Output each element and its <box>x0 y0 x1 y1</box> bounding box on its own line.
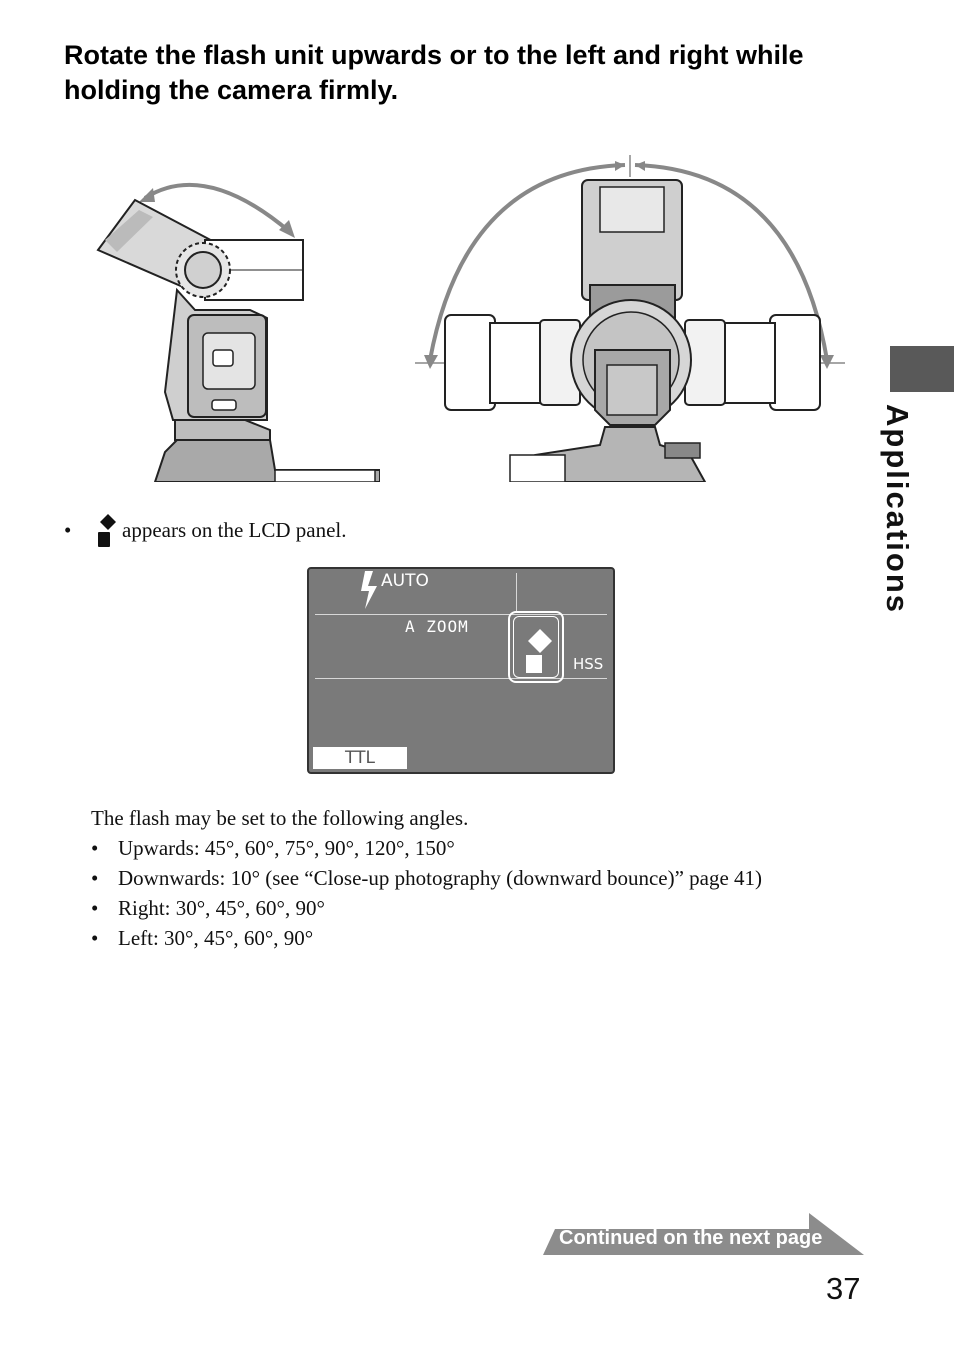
bullet: • <box>64 517 90 543</box>
lcd-indicator-note: • appears on the LCD panel. <box>64 512 347 548</box>
lcd-zoom-label: A ZOOM <box>405 617 469 636</box>
continued-text: Continued on the next page <box>559 1227 822 1250</box>
lcd-bounce-indicator <box>508 611 564 683</box>
bounce-indicator-icon <box>90 512 118 548</box>
angle-list: Upwards: 45°, 60°, 75°, 90°, 120°, 150° … <box>91 833 762 953</box>
section-tab-marker <box>890 346 954 392</box>
list-item: Left: 30°, 45°, 60°, 90° <box>91 923 762 953</box>
lcd-ttl-label: TTL <box>313 747 407 769</box>
bounce-indicator-icon <box>524 623 552 673</box>
list-item: Right: 30°, 45°, 60°, 90° <box>91 893 762 923</box>
lcd-panel-display: AUTO A ZOOM HSS TTL <box>307 567 615 774</box>
flash-bolt-icon <box>359 571 383 609</box>
angle-info: The flash may be set to the following an… <box>91 803 762 953</box>
continued-banner: Continued on the next page <box>543 1213 864 1255</box>
list-item: Upwards: 45°, 60°, 75°, 90°, 120°, 150° <box>91 833 762 863</box>
page-heading: Rotate the flash unit upwards or to the … <box>64 38 884 108</box>
list-item: Downwards: 10° (see “Close-up photograph… <box>91 863 762 893</box>
flash-side-view-illustration <box>95 170 380 482</box>
lcd-hss-label: HSS <box>573 655 603 673</box>
flash-front-view-illustration <box>415 155 850 482</box>
lcd-auto-label: AUTO <box>381 571 429 591</box>
lcd-divider <box>516 573 517 613</box>
page-number: 37 <box>826 1271 860 1307</box>
note-text: appears on the LCD panel. <box>122 517 347 543</box>
section-label: Applications <box>872 404 922 624</box>
angle-intro: The flash may be set to the following an… <box>91 803 762 833</box>
